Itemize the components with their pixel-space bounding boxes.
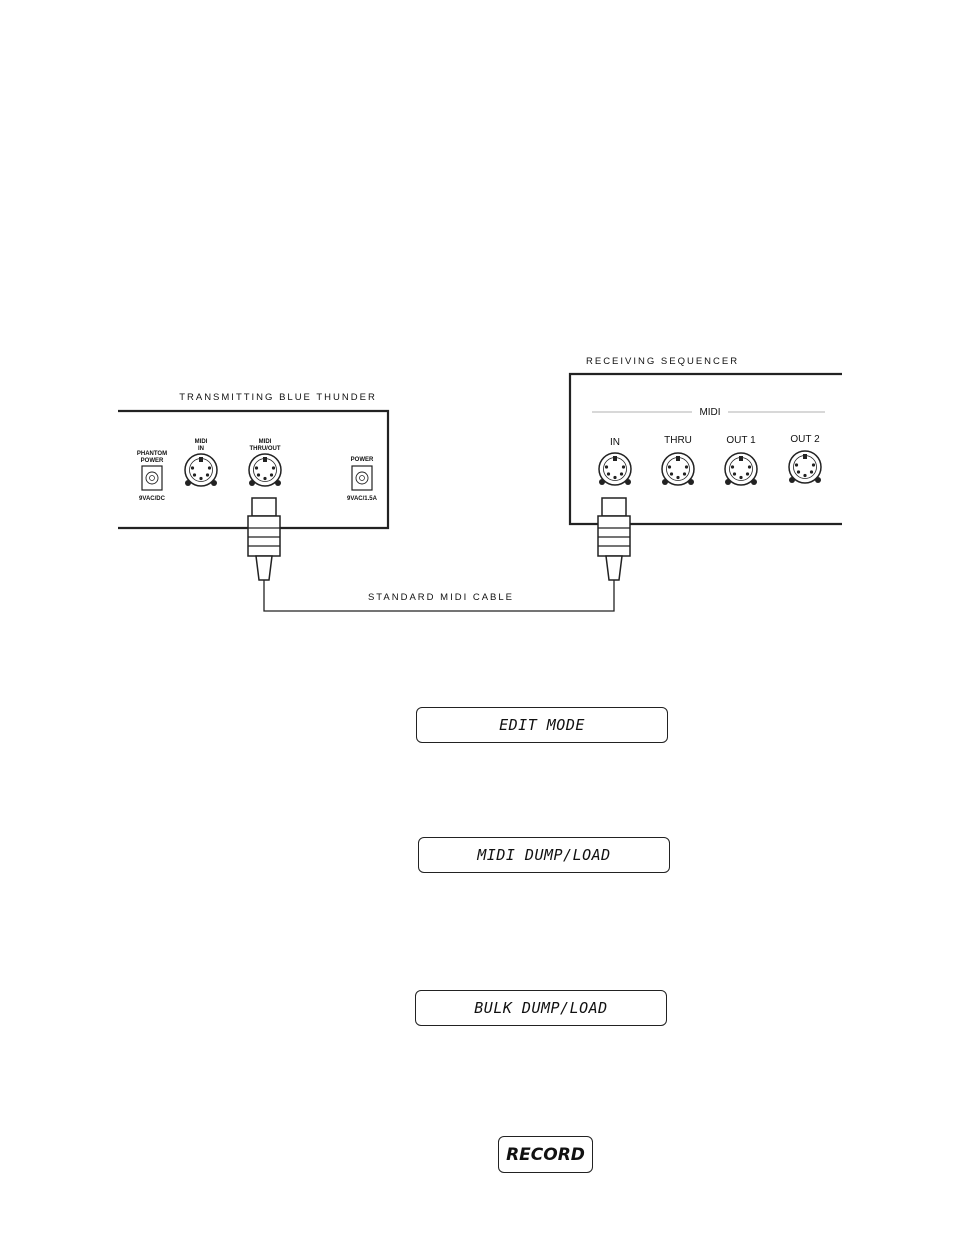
receiver-panel-outline: [568, 372, 842, 526]
cable-label: STANDARD MIDI CABLE: [368, 592, 514, 603]
left-midi-plug-icon: [247, 497, 281, 581]
right-midi-plug-icon: [597, 497, 631, 581]
midi-dump-load-display: MIDI DUMP/LOAD: [418, 837, 670, 873]
port-label-out-2: OUT 2: [790, 434, 820, 445]
port-label-in: IN: [610, 437, 620, 448]
cable-line: [263, 580, 615, 612]
port-label-thru: THRU: [664, 435, 692, 446]
power-rating: 9VAC/1.5A: [347, 496, 378, 502]
out-2-socket-icon[interactable]: [788, 450, 822, 484]
edit-mode-display: EDIT MODE: [416, 707, 668, 743]
receiver-title: RECEIVING SEQUENCER: [586, 356, 739, 367]
power-jack-hole-icon: [355, 471, 369, 485]
in-socket-icon[interactable]: [598, 452, 632, 486]
phantom-power-jack[interactable]: [141, 465, 163, 491]
phantom-power-rating: 9VAC/DC: [139, 496, 166, 502]
port-label-out-1: OUT 1: [726, 435, 756, 446]
receiver-panel: RECEIVING SEQUENCER MIDI IN THRU OUT 1 O…: [568, 356, 842, 526]
out-1-socket-icon[interactable]: [724, 452, 758, 486]
transmitter-title: TRANSMITTING BLUE THUNDER: [179, 392, 377, 403]
power-jack[interactable]: [351, 465, 373, 491]
bulk-dump-load-display: BULK DUMP/LOAD: [415, 990, 667, 1026]
midi-thru-out-label: MIDI: [259, 439, 272, 445]
midi-in-label: MIDI: [195, 439, 208, 445]
record-button[interactable]: RECORD: [498, 1136, 593, 1173]
midi-cable: STANDARD MIDI CABLE: [247, 497, 631, 612]
midi-connection-diagram: TRANSMITTING BLUE THUNDER PHANTOM POWER …: [118, 356, 842, 612]
midi-in-label-line2: IN: [198, 446, 204, 452]
midi-thru-out-label-line2: THRU/OUT: [250, 446, 281, 452]
midi-in-socket-icon[interactable]: [184, 453, 218, 487]
midi-group-label: MIDI: [699, 407, 720, 418]
phantom-power-label: PHANTOM: [137, 451, 167, 457]
thru-socket-icon[interactable]: [661, 452, 695, 486]
phantom-power-jack-hole-icon: [145, 471, 159, 485]
midi-thru-out-socket-icon[interactable]: [248, 453, 282, 487]
phantom-power-label-line2: POWER: [141, 458, 164, 464]
power-label: POWER: [351, 457, 374, 463]
